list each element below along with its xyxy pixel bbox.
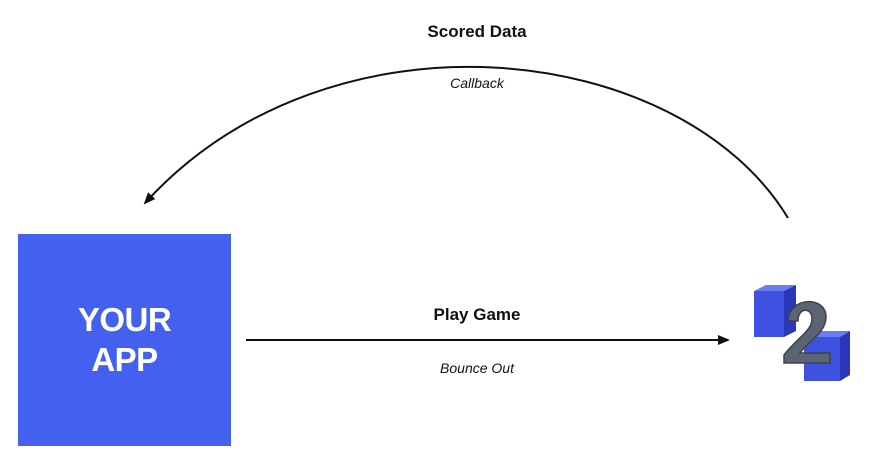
- scored-data-label: Scored Data: [427, 22, 527, 41]
- bounce-out-label: Bounce Out: [440, 360, 514, 376]
- callback-label: Callback: [450, 75, 504, 91]
- number-two-cubes-logo-icon: [752, 283, 854, 385]
- your-app-box: YOUR APP: [18, 234, 231, 446]
- play-game-label: Play Game: [433, 305, 521, 324]
- callback-arrow: [143, 66, 789, 219]
- app-label-line2: APP: [91, 341, 158, 378]
- app-label-line1: YOUR: [77, 301, 172, 338]
